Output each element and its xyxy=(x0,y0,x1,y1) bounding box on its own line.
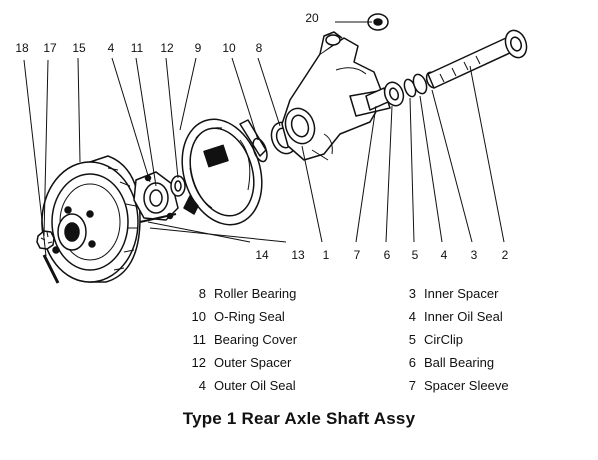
callout-2: 2 xyxy=(501,248,509,262)
legend-number: 11 xyxy=(192,332,207,347)
callout-7: 7 xyxy=(353,248,361,262)
leader-lines xyxy=(23,21,505,257)
callout-8: 8 xyxy=(255,41,263,55)
bearing-cover-part xyxy=(133,171,179,221)
callout-5: 5 xyxy=(411,248,419,262)
legend-item: 12 Outer Spacer xyxy=(186,355,292,371)
o-ring-seal-part xyxy=(252,137,268,163)
callout-17: 17 xyxy=(43,41,57,55)
axle-shaft-part xyxy=(427,29,528,89)
legend-text: Roller Bearing xyxy=(214,286,297,301)
legend-text: Inner Spacer xyxy=(424,286,499,301)
callout-20: 20 xyxy=(305,11,319,25)
exploded-view-drawing xyxy=(23,13,528,284)
legend-item: 4 Inner Oil Seal xyxy=(396,309,503,325)
rubber-bushing-part xyxy=(367,13,389,31)
axle-nut-part xyxy=(36,230,55,250)
legend-number: 6 xyxy=(408,355,416,370)
legend-item: 6 Ball Bearing xyxy=(396,355,494,371)
legend-number: 4 xyxy=(408,309,416,324)
legend-number: 8 xyxy=(198,286,206,301)
bolt-part xyxy=(139,213,177,223)
diagram-title: Type 1 Rear Axle Shaft Assy xyxy=(182,409,416,428)
legend-text: CirClip xyxy=(424,332,463,347)
legend-number: 10 xyxy=(191,309,206,324)
callout-1: 1 xyxy=(322,248,330,262)
legend-item: 11 Bearing Cover xyxy=(186,332,298,348)
callout-18: 18 xyxy=(15,41,29,55)
callout-11: 11 xyxy=(130,41,144,55)
legend-text: Bearing Cover xyxy=(214,332,298,347)
legend-item: 3 Inner Spacer xyxy=(396,286,499,302)
legend-text: Inner Oil Seal xyxy=(424,309,503,324)
callout-4-outer: 4 xyxy=(107,41,115,55)
callout-4-inner: 4 xyxy=(440,248,448,262)
legend-item: 5 CirClip xyxy=(396,332,463,348)
legend-number: 5 xyxy=(408,332,416,347)
callout-15: 15 xyxy=(72,41,86,55)
cotter-pin-part xyxy=(42,254,60,284)
legend-number: 7 xyxy=(408,378,416,393)
legend-text: O-Ring Seal xyxy=(214,309,285,324)
legend-text: Outer Oil Seal xyxy=(214,378,296,393)
legend-text: Ball Bearing xyxy=(424,355,495,370)
legend-text: Outer Spacer xyxy=(214,355,292,370)
legend-item: 10 O-Ring Seal xyxy=(186,309,285,325)
callout-14: 14 xyxy=(255,248,269,262)
inner-oil-seal-part xyxy=(412,73,428,95)
legend-item: 8 Roller Bearing xyxy=(186,286,297,302)
callout-10: 10 xyxy=(222,41,236,55)
legend-item: 4 Outer Oil Seal xyxy=(186,378,296,394)
legend-number: 12 xyxy=(191,355,206,370)
outer-spacer-part xyxy=(170,175,186,197)
callout-12: 12 xyxy=(160,41,174,55)
legend-number: 3 xyxy=(408,286,416,301)
legend-number: 4 xyxy=(198,378,206,393)
legend-text: Spacer Sleeve xyxy=(424,378,509,393)
brake-drum-part xyxy=(41,155,141,283)
legend-item: 7 Spacer Sleeve xyxy=(396,378,509,394)
backing-plate-part xyxy=(181,118,267,226)
ball-bearing-part xyxy=(383,81,405,107)
callout-9: 9 xyxy=(194,41,202,55)
callout-13: 13 xyxy=(291,248,305,262)
callout-6: 6 xyxy=(383,248,391,262)
callout-3: 3 xyxy=(470,248,478,262)
